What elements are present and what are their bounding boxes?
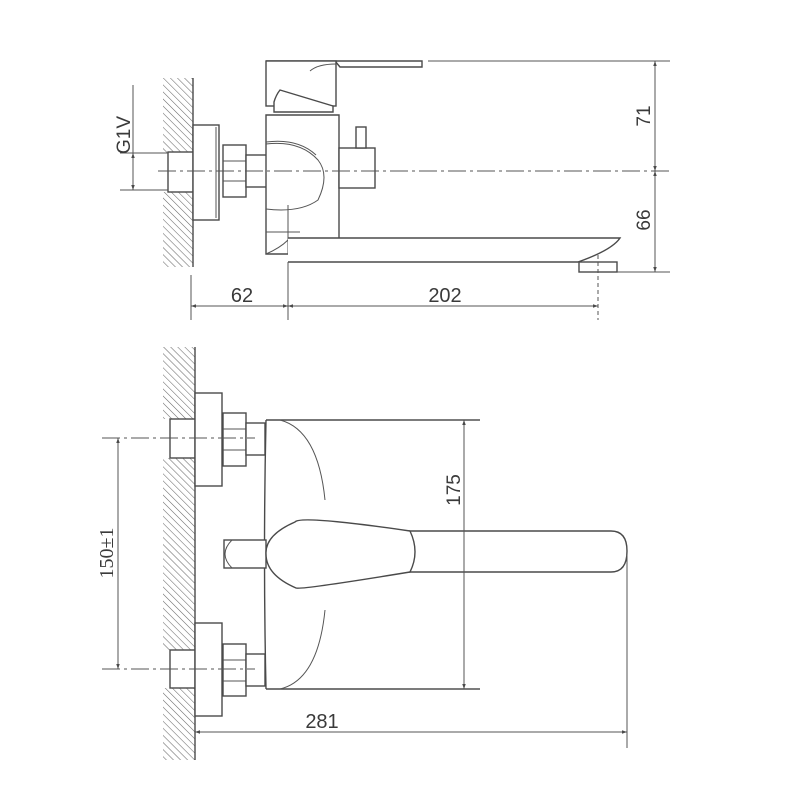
faucet-body-side: [265, 60, 423, 255]
dim-wall-to-body: 62: [231, 285, 253, 307]
inlet-upper: [169, 392, 266, 487]
spout-side: [288, 237, 622, 273]
inlet-pipe: [167, 151, 194, 193]
wall-section-top: [163, 347, 196, 760]
dim-bottom-height: 66: [634, 209, 655, 230]
dim-body-width: 175: [400, 419, 480, 690]
dim-body-to-spout: 202: [428, 285, 461, 307]
dim-total-length: 281: [195, 555, 628, 748]
dim-g1v: G1V: [114, 85, 168, 191]
side-view: G1V 71 66 62 202: [114, 60, 670, 320]
dim-lengths: 62 202: [190, 255, 599, 320]
faucet-body-top: [223, 419, 480, 690]
top-view: 150±1 175 281: [96, 347, 628, 760]
dim-inlet-spacing-label: 150±1: [96, 528, 118, 579]
dim-inlet-spacing: 150±1: [96, 438, 120, 669]
dim-total-length-label: 281: [305, 711, 338, 733]
wall-flange: [192, 124, 220, 221]
lever-handle: [265, 519, 416, 589]
thread-label: G1V: [114, 116, 135, 154]
diverter-knob: [223, 539, 267, 569]
dim-top-height: 71: [634, 105, 655, 126]
dim-body-width-label: 175: [444, 474, 465, 506]
wall-section-side: [163, 78, 194, 267]
spout-top: [400, 530, 628, 573]
dim-heights: 71 66: [428, 60, 670, 273]
